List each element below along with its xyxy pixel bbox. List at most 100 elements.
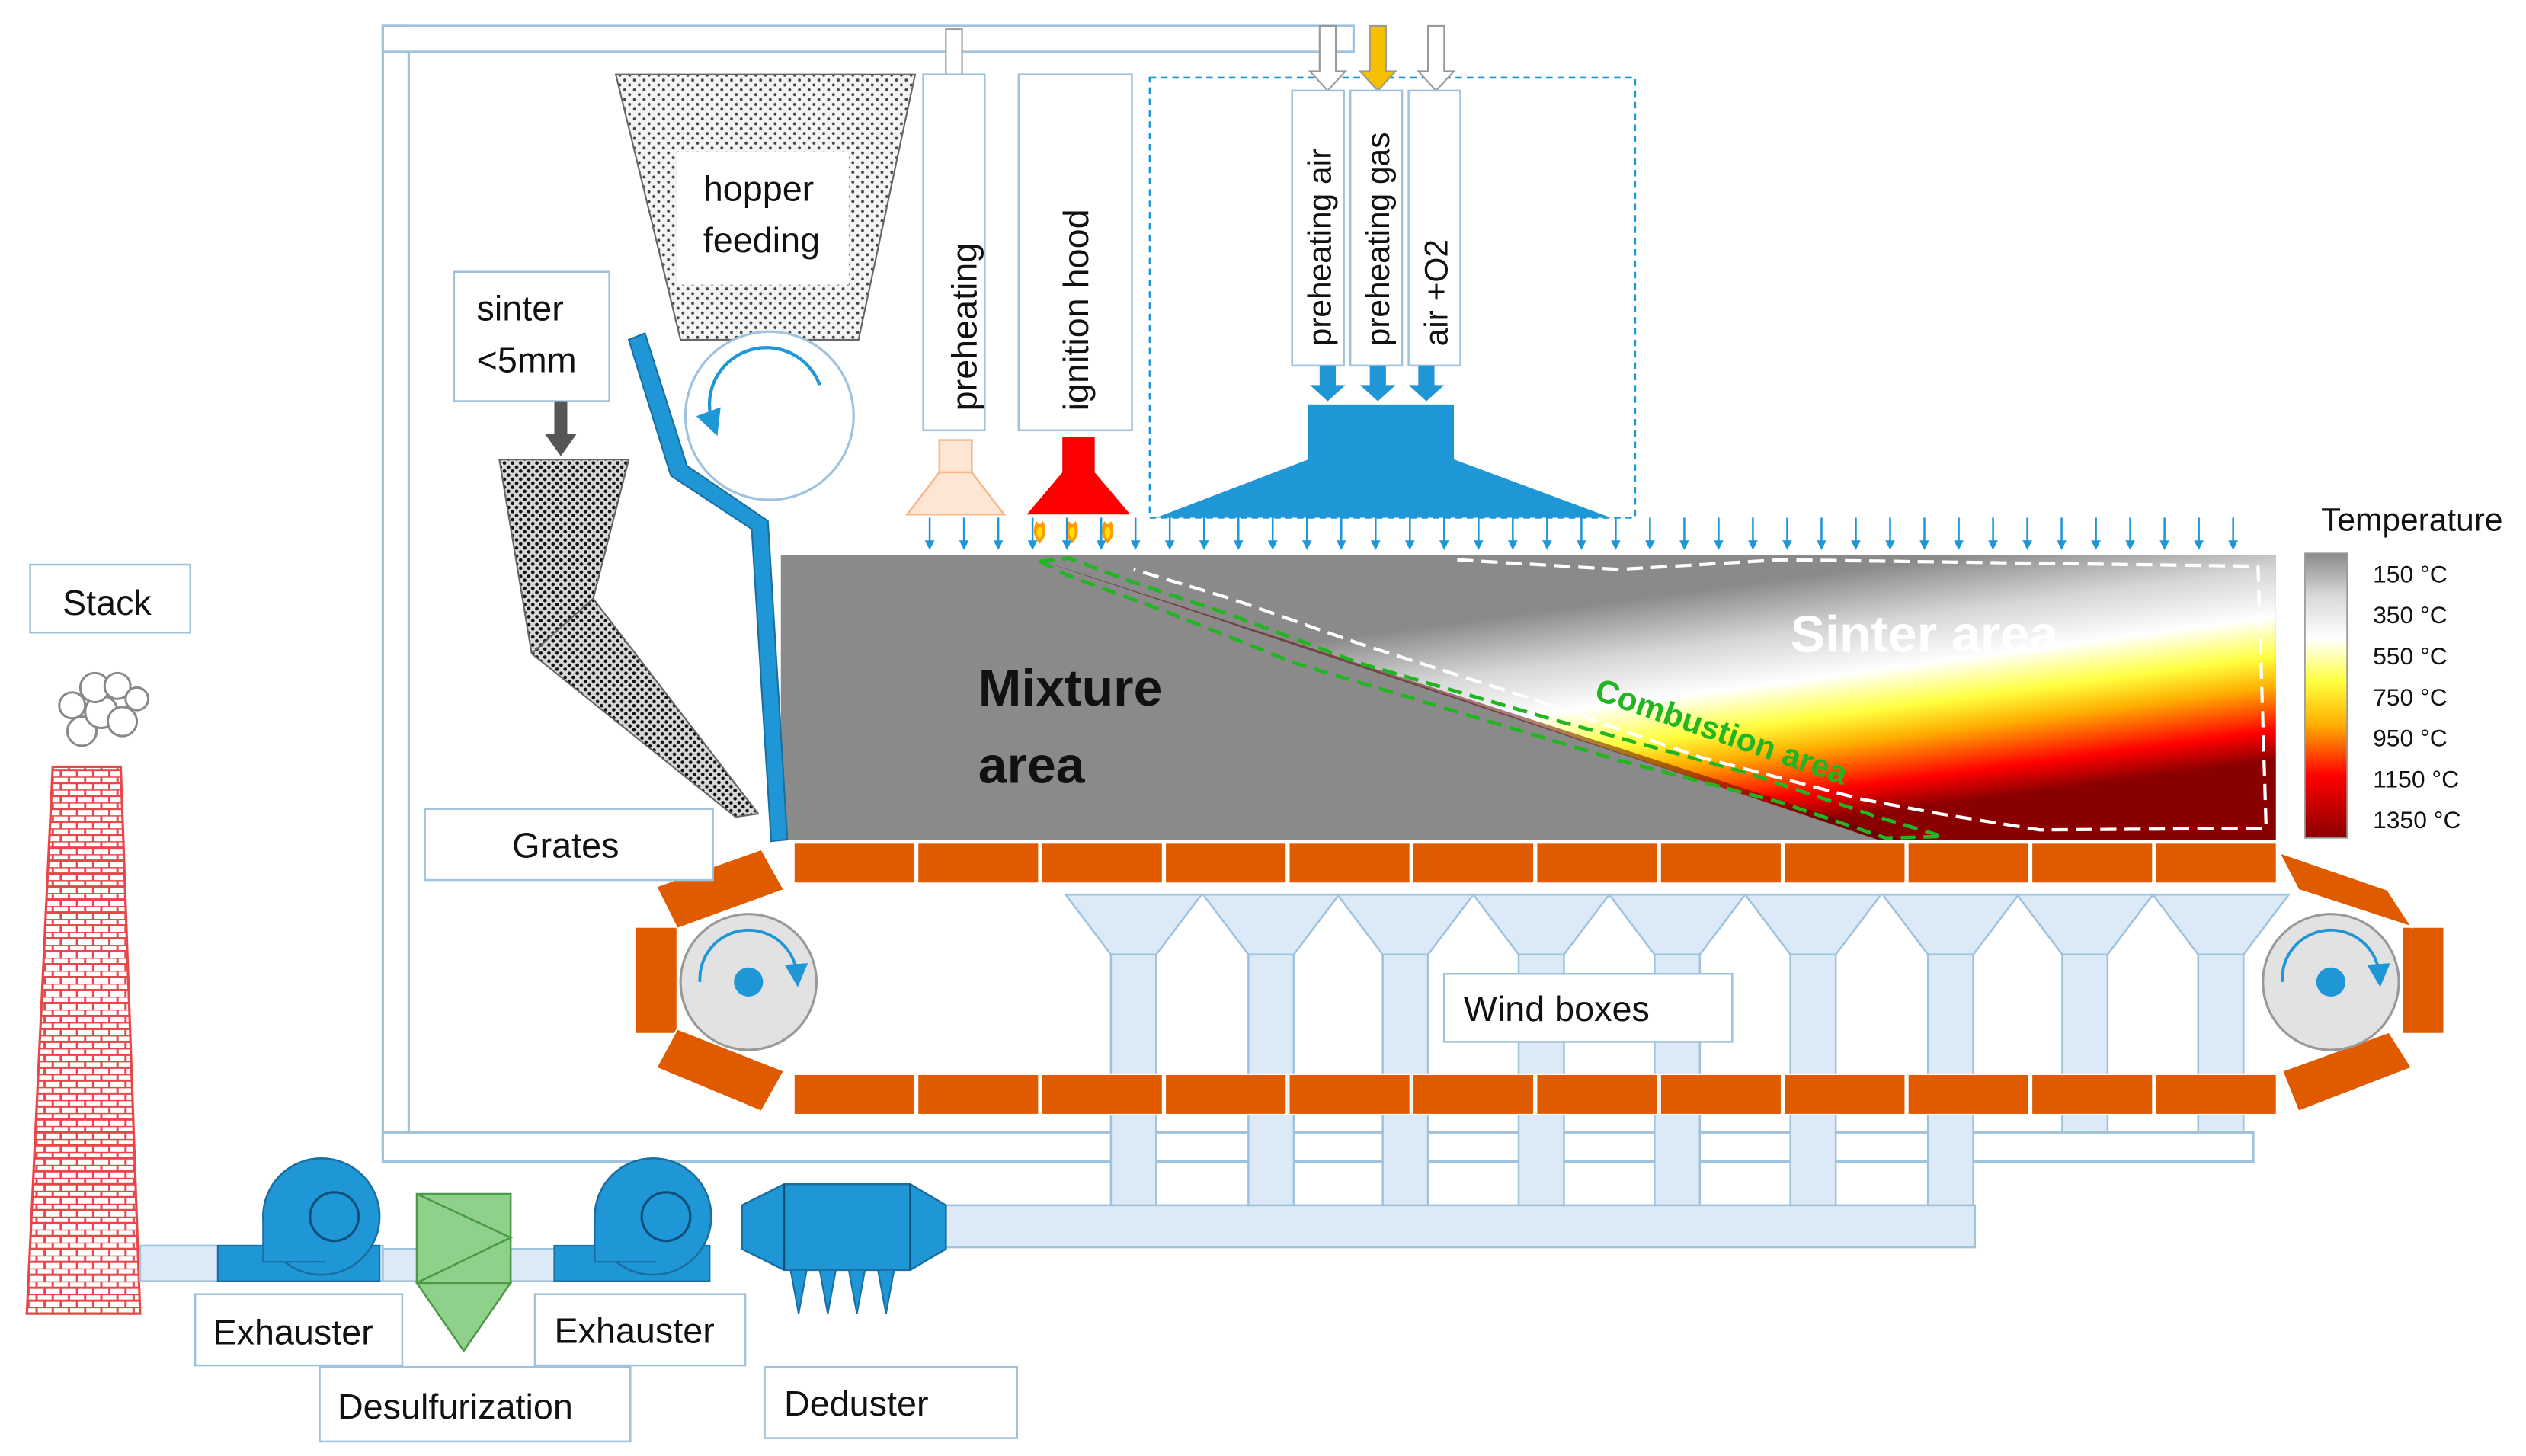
sinter-fines-label-2: <5mm [477,340,577,379]
wind-box-funnel [1881,893,2021,956]
airflow-arrow-head [1027,540,1038,550]
sinter-area-label: Sinter area [1791,606,2059,664]
stack-label: Stack [62,583,152,622]
legend-title: Temperature [2321,501,2502,537]
mixture-area-label-2: area [978,737,1086,795]
wind-box-funnel [1063,893,1204,956]
desulfurization-unit: Desulfurization [319,1192,632,1443]
grate-pallet-top [1040,842,1164,885]
airflow-arrow-head [2159,540,2169,550]
airflow-arrow-head [1714,540,1724,550]
airflow-arrow-head [924,540,935,550]
hopper-label-1: hopper [703,168,814,208]
grate-pallet-bottom [1907,1073,2030,1116]
grates-label: Grates [512,825,619,865]
preheating-label: preheating [945,243,984,411]
airflow-arrow-head [1885,540,1895,550]
airflow-arrow-head [1061,540,1072,550]
legend-entry: 1350 °C [2373,806,2460,834]
ignition-hood: ignition hood [1017,73,1133,544]
hopper: hopper feeding [614,73,917,501]
feed-chute [627,331,789,843]
sinter-fines-label-1: sinter [477,288,564,328]
legend-entry: 350 °C [2373,601,2448,629]
grate-pallet-bottom [1659,1073,1783,1116]
deduster-label: Deduster [784,1384,929,1423]
airflow-arrow-head [1404,540,1415,550]
mixture-area-label-1: Mixture [978,659,1163,717]
drive-wheel-left [679,913,818,1051]
grate-pallet-top [917,842,1040,885]
wind-boxes-label-box [1443,972,1734,1043]
grate-pallet-bottom [1164,1073,1288,1116]
hopper-label-2: feeding [703,220,820,260]
airflow-arrow-head [2194,540,2204,550]
airflow-arrow-head [1954,540,1964,550]
grate-strand [792,842,2278,1116]
airflow-arrow-head [1164,540,1175,550]
airflow-arrow-head [2228,540,2239,550]
smoke-cloud-icon [58,671,150,747]
legend-colorbar [2304,552,2348,839]
airflow-arrow-head [2091,540,2101,550]
grate-pallet-top [1535,842,1659,885]
airflow-arrow-icon [1358,24,1398,92]
rotation-arrow-icon [2281,928,2390,987]
grate-pallet-top [1288,842,1411,885]
air-o2-label: air +O2 [1419,239,1455,346]
grate-pallet-bottom [1288,1073,1411,1116]
grate-pallet-bottom [1783,1073,1907,1116]
grate-pallet-bottom [917,1073,1040,1116]
airflow-arrow-head [1748,540,1758,550]
airflow-arrow-head [1611,540,1621,550]
drum-feeder [684,330,855,501]
legend-entry: 1150 °C [2373,765,2459,792]
airflow-arrow-head [1370,540,1381,550]
grate-pallet-top [2154,842,2278,885]
stack-label-box [29,563,192,634]
exhauster-2-label: Exhauster [554,1310,714,1350]
rotation-arrow-icon [696,346,821,437]
exhauster-1: Exhauster [194,1157,404,1367]
exhauster-1-label: Exhauster [213,1312,373,1352]
drive-wheel-right [2262,913,2400,1051]
grate-pallet-bottom [792,1073,917,1116]
airflow-arrow-head [2022,540,2032,550]
wind-box-funnel [2015,893,2155,956]
deduster-unit: Deduster [741,1183,1019,1439]
airflow-arrow-head [2057,540,2067,550]
airflow-arrow-head [2125,540,2135,550]
ignition-hood-label: ignition hood [1056,209,1096,411]
airflow-arrow-head [1988,540,1998,550]
airflow-arrow-head [1542,540,1552,550]
grate-pallet-top [1659,842,1783,885]
grate-pallet-bottom [2154,1073,2278,1116]
airflow-arrow-head [1645,540,1655,550]
airflow-arrow-head [1199,540,1209,550]
airflow-arrow-head [1130,540,1141,550]
grate-pallet-top [1411,842,1535,885]
legend-entry: 950 °C [2373,725,2448,752]
stack: Stack [25,563,192,1315]
recirculation-hood: preheating air preheating gas air +O2 [1148,24,1637,519]
grate-pallet-bottom [1535,1073,1659,1116]
grate-pallet-top [1164,842,1288,885]
wind-box-funnel [1201,893,1341,956]
grate-pallet-bottom [1411,1073,1535,1116]
preheating-air-label: preheating air [1302,149,1338,347]
wind-box-funnel [1335,893,1476,956]
desulfurization-label: Desulfurization [338,1387,573,1426]
sinter-area-outline [1133,558,2268,832]
flame-icon [1033,520,1114,544]
grate-pallet-top [792,842,917,885]
grate-pallet-top [2031,842,2154,885]
airflow-arrow-head [1679,540,1689,550]
grate-pallet-top [1783,842,1907,885]
airflow-arrow-head [1301,540,1312,550]
airflow-arrow-head [1439,540,1449,550]
exhaust-duct [139,1204,1977,1282]
grate-pallet-bottom [1040,1073,1164,1116]
sinter-bed [780,555,2276,840]
